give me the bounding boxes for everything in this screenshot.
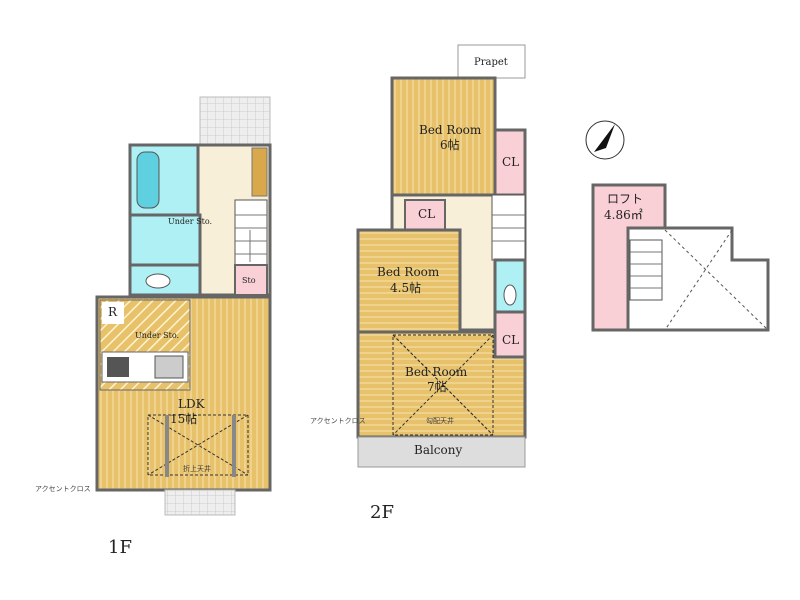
rear-porch [164,489,236,516]
fridge-space [102,302,124,324]
accent-note-1f: アクセントクロス [35,485,91,493]
bedroom-6-name: Bed Room [419,123,482,137]
parapet-label: Prapet [474,57,508,68]
closet-label: CL [418,207,436,221]
storage-1f [234,264,268,296]
stairs-1f [234,199,268,266]
toilet-icon [145,273,171,289]
sink-icon [154,355,184,379]
ldk-name: LDK [178,397,205,411]
storage-label: Sto [242,276,256,285]
refrigerator-label: R [108,305,118,319]
loft-name: ロフト [607,192,644,206]
ceiling-area [147,414,249,476]
kitchen-under-storage: Under Sto. [135,331,180,340]
floor1-plan [95,96,272,516]
loft-void [626,226,770,332]
closet-label: CL [502,155,520,169]
balcony-label: Balcony [414,443,463,457]
ldk-size: 15帖 [170,412,198,426]
stair-steps [235,214,267,262]
ldk-beam [232,415,236,477]
ceiling-note-2f: 勾配天井 [426,417,454,425]
bedroom-7-name: Bed Room [405,365,468,379]
loft-ladder [629,239,663,301]
bedroom-45 [356,228,462,334]
bathtub [136,151,160,209]
balcony [357,436,526,468]
shoe-cabinet [251,147,268,197]
floor1-label: 1F [108,537,132,558]
compass-icon [585,120,625,160]
parapet [457,44,526,79]
entrance-porch [199,96,271,146]
closet-label: CL [502,333,520,347]
loft-plan [591,183,770,332]
loft-size: 4.86㎡ [604,208,643,222]
bedroom-45-name: Bed Room [377,265,440,279]
bedroom-6-size: 6帖 [440,138,460,152]
ceiling-note-1f: 折上天井 [183,465,211,473]
accent-note-2f: アクセントクロス [310,417,366,425]
bedroom-7-size: 7帖 [427,380,447,394]
wash-under-storage: Under Sto. [168,217,213,226]
cooktop-icon [107,357,129,377]
bedroom-6 [390,76,497,197]
ldk-beam [165,415,169,477]
floor2-plan [356,44,527,468]
bedroom-45-size: 4.5帖 [390,281,422,295]
floor2-label: 2F [370,502,394,523]
toilet-icon [503,284,517,306]
